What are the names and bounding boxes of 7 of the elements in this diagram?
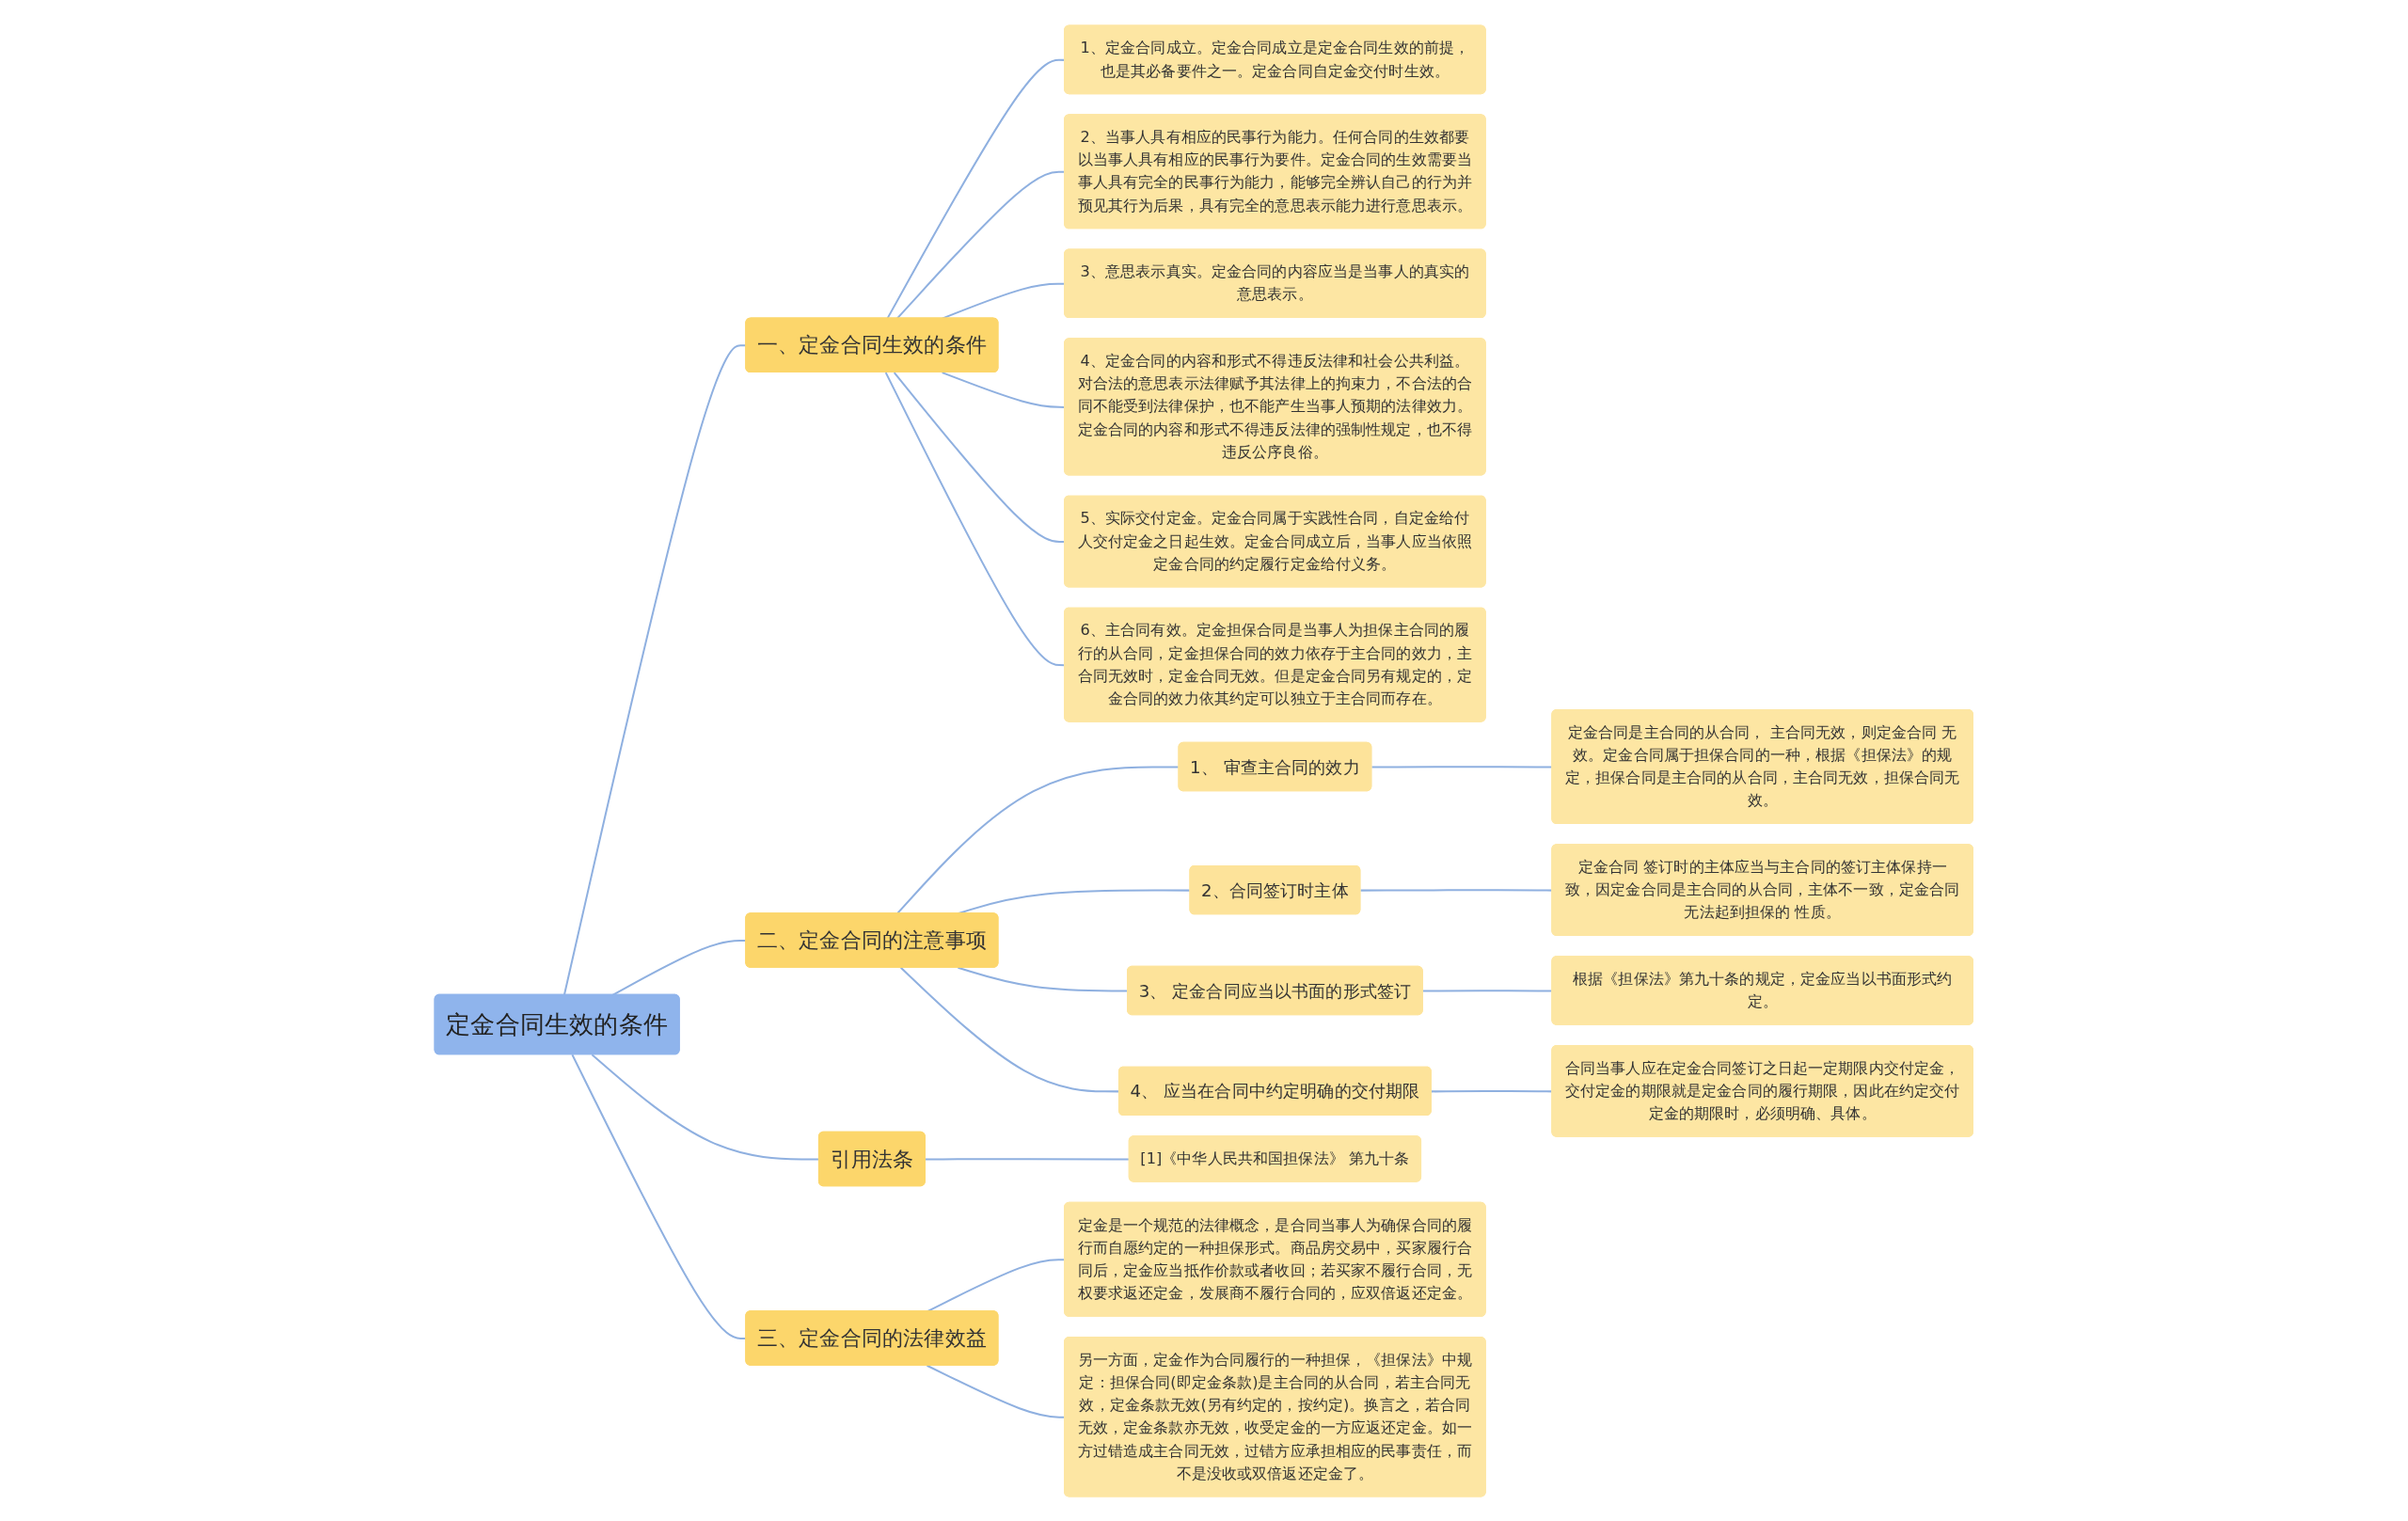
mind-map: 定金合同生效的条件 一、定金合同生效的条件 1、定金合同成立。定金合同成立是定金合同生效的前提，也是其必备要件之一。定金合同自定金交付时生效。 2、当事人具有相应的民事行为能力。任何合同的生效都要以当事人具有相应的民事行为要件。定金合同的生效需要当事人具有完全的民事行为能力，能够完全辨认自己的行为并预见其行为后果，具有完全的意思表示能力进行意思表示。 3、意思表示真实。定金合同的内容应当是当事人的真实的意思表示。 4、定金合同的内容和形式不得违反法律和社会公共利益。对合法的意思表示法律赋予其法律上的拘束力，不合法的合同不能受到法律保护，也不能产生当事人预期的法律效力。定金合同的内容和形式不得违反法律的强制性规定，也不得违反公序良俗。 5、实际交付定金。定金合同属于实践性合同，自定金给付人交付定金之日起生效。定金合同成立后，当事人应当依照定金合同的约定履行定金给付义务。 6、主合同有效。定金担保合同是当事人为担保主合同的履行的从合同，定金担保合同的效力依存于主合同的效力，主合同无效时，定金合同无效。但是定金合同另有规定的，定金合同的效力依其约定可以独立于主合同而存在。 二、定金合同的注意事项 1、 审查主合同的效力 定金合同是主合同的从合同， 主合同无效，则定金合同 无效。定金合同属于担保合同的一种，根据《担保法》的规定，担保合同是主合同的从合同，主合同无效，担保合同无效。 2、合同签订时主体 定金合同 签订时的主体应当与主合同的签订主体保持一致，因定金合同是主合同的从合同，主体不一致，定金合同无法起到担保的 性质。 3、 定金合同应当以书面的形式签订 根据《担保法》第九十条的规定，定金应当以书面形式约定。 4、 应当在合同中约定明确的交付期限 合同当事人应在定金合同签订之日起一定期限内交付定金，交付定金的期限就是定金合同的履行期限，因此在约定交付定金的期限时，必须明确、具体。 引用法条 [1]《中华人民共和国担保法》 第九十条 三、定金合同的法律效益 定金是一个规范的法律概念，是合同当事人为确保合同的履行而自愿约定的一种担保形式。商品房交易中，买家履行合同后，定金应当抵作价款或者收回；若买家不履行合同，无权要求返还定金，发展商不履行合同的，应双倍返还定金。 另一方面，定金作为合同履行的一种担保，《担保法》中规定：担保合同(即定金条款)是主合同的从合同，若主合同无效，定金条款无效(另有约定的，按约定)。换言之，若合同无效，定金条款亦无效，收受定金的一方应返还定金。如一方过错造成主合同无效，过错方应承担相应的民事责任，而不是没收或双倍返还定金了。 [427,17,1981,1504]
connector [896,765,1180,914]
connector [1432,1089,1553,1092]
connector [1371,765,1553,768]
connector [1423,989,1553,991]
connector [926,1157,1130,1160]
connector [1360,888,1553,892]
